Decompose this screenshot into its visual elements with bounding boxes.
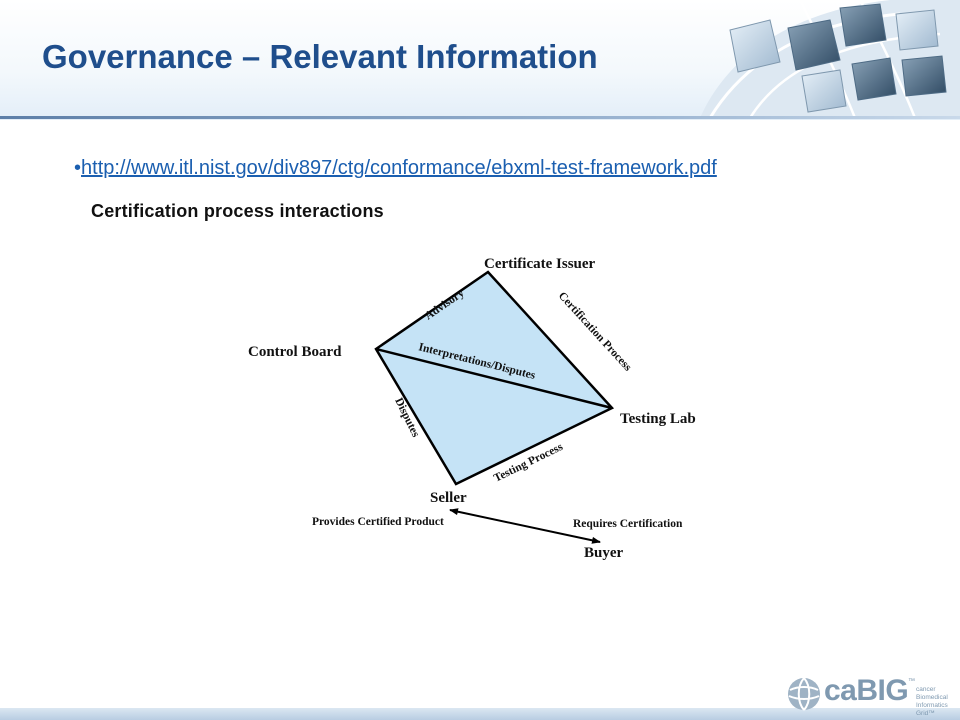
- certificate-issuer-label: Certificate Issuer: [484, 256, 596, 272]
- provides-certified-product-label: Provides Certified Product: [312, 516, 444, 528]
- logo-wordmark: caBIG: [824, 674, 909, 707]
- certification-diagram: Certificate Issuer Control Board Testing…: [248, 256, 696, 561]
- slide-header: Governance – Relevant Information: [0, 0, 960, 120]
- globe-logo-icon: [788, 677, 820, 711]
- requires-certification-label: Requires Certification: [573, 518, 683, 530]
- buyer-label: Buyer: [584, 545, 624, 561]
- testing-lab-label: Testing Lab: [620, 411, 696, 427]
- slide-title: Governance – Relevant Information: [42, 38, 598, 75]
- header-rule: [0, 116, 960, 119]
- cabig-logo: caBIG ™ cancer Biomedical Informatics Gr…: [784, 672, 960, 718]
- diagram-heading: Certification process interactions: [91, 201, 384, 221]
- link-bullet-item: •http://www.itl.nist.gov/div897/ctg/conf…: [74, 157, 717, 180]
- seller-label: Seller: [430, 490, 467, 506]
- interpretations-disputes-edge: [375, 347, 613, 410]
- globe-image: [700, 0, 960, 118]
- product-exchange-arrow: [449, 508, 601, 544]
- logo-tagline: cancer Biomedical Informatics Grid™: [916, 686, 948, 717]
- footer-strip: [0, 708, 960, 720]
- logo-trademark: ™: [908, 678, 915, 685]
- framework-pdf-link[interactable]: http://www.itl.nist.gov/div897/ctg/confo…: [81, 157, 717, 179]
- control-board-label: Control Board: [248, 344, 342, 360]
- bullet-marker: •: [74, 157, 82, 179]
